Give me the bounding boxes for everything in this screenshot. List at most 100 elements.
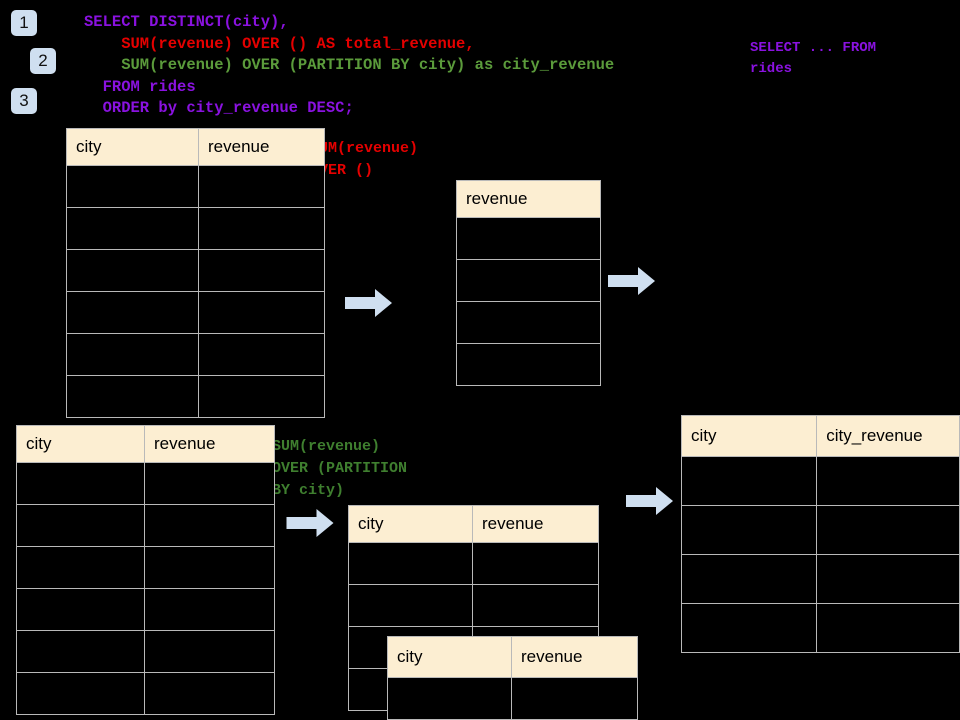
step-badge-2: 2 xyxy=(30,48,56,74)
table-cell xyxy=(198,207,325,250)
table-cell xyxy=(16,630,145,673)
table-cell xyxy=(348,542,473,585)
table-cell xyxy=(144,546,275,589)
table-row xyxy=(16,504,275,547)
sql-line-1: SELECT DISTINCT(city), xyxy=(84,13,289,31)
column-header-revenue: revenue xyxy=(144,425,275,463)
column-header-city_revenue: city_revenue xyxy=(816,415,960,457)
table-cell xyxy=(198,165,325,208)
table-cell xyxy=(16,588,145,631)
table-row xyxy=(16,546,275,589)
table-cell xyxy=(66,375,199,418)
table-cell xyxy=(348,584,473,627)
column-header-city: city xyxy=(348,505,473,543)
table-cell xyxy=(66,165,199,208)
table-cell xyxy=(66,333,199,376)
table-cell xyxy=(816,554,960,604)
step-badge-1: 1 xyxy=(11,10,37,36)
table-cell xyxy=(680,554,818,604)
table-cell xyxy=(198,375,325,418)
column-header-revenue: revenue xyxy=(198,128,325,166)
table-cell xyxy=(16,504,145,547)
flow-arrow-total-to-result xyxy=(608,267,655,295)
sql-query-block: SELECT DISTINCT(city), SUM(revenue) OVER… xyxy=(84,12,614,120)
column-header-city: city xyxy=(16,425,145,463)
table-cell xyxy=(816,603,960,653)
table-cell xyxy=(66,207,199,250)
total-revenue-table: revenue xyxy=(456,180,601,386)
flow-arrow-source-to-partition xyxy=(286,509,334,537)
table-row xyxy=(387,677,638,720)
table-row xyxy=(456,259,601,302)
table-cell xyxy=(511,677,638,720)
table-row xyxy=(66,375,325,418)
table-cell xyxy=(16,546,145,589)
step-badge-3: 3 xyxy=(11,88,37,114)
table-row xyxy=(66,291,325,334)
table-row xyxy=(66,333,325,376)
column-header-revenue: revenue xyxy=(456,180,601,218)
table-cell xyxy=(198,249,325,292)
table-cell xyxy=(387,677,512,720)
table-row xyxy=(66,249,325,292)
table-cell xyxy=(680,603,818,653)
table-row xyxy=(66,165,325,208)
column-header-revenue: revenue xyxy=(511,636,638,678)
table-cell xyxy=(456,301,601,344)
table-row xyxy=(680,505,960,555)
table-cell xyxy=(680,505,818,555)
table-row xyxy=(456,217,601,260)
table-cell xyxy=(198,291,325,334)
table-cell xyxy=(680,456,818,506)
annotation-sum-partition: SUM(revenue) OVER (PARTITION BY city) xyxy=(272,438,408,499)
sql-line-4: FROM rides xyxy=(84,77,196,96)
table-cell xyxy=(198,333,325,376)
table-row xyxy=(66,207,325,250)
table-row xyxy=(348,584,599,627)
table-cell xyxy=(472,584,599,627)
table-cell xyxy=(66,249,199,292)
table-cell xyxy=(16,672,145,715)
sql-line-5: ORDER by city_revenue DESC; xyxy=(84,99,354,117)
table-cell xyxy=(456,217,601,260)
table-cell xyxy=(144,462,275,505)
table-row xyxy=(680,554,960,604)
sql-line-2: SUM(revenue) OVER () AS total_revenue, xyxy=(84,34,475,53)
table-cell xyxy=(816,456,960,506)
table-header-row: revenue xyxy=(456,180,601,218)
table-cell xyxy=(144,672,275,715)
column-header-city: city xyxy=(680,415,818,457)
sql-line-3: SUM(revenue) OVER (PARTITION BY city) as… xyxy=(84,56,615,74)
table-row xyxy=(680,456,960,506)
flow-arrow-partition-to-result xyxy=(626,487,673,515)
table-cell xyxy=(456,259,601,302)
table-row xyxy=(16,630,275,673)
table-row xyxy=(16,672,275,715)
table-row xyxy=(16,588,275,631)
table-cell xyxy=(472,542,599,585)
table-cell xyxy=(144,630,275,673)
column-header-revenue: revenue xyxy=(472,505,599,543)
table-row xyxy=(456,301,601,344)
table-row xyxy=(16,462,275,505)
flow-arrow-source-to-total xyxy=(345,289,392,317)
table-cell xyxy=(144,504,275,547)
table-cell xyxy=(16,462,145,505)
column-header-city: city xyxy=(387,636,512,678)
table-cell xyxy=(144,588,275,631)
column-header-city: city xyxy=(66,128,199,166)
annotation-sum-over: SUM(revenue) OVER () xyxy=(310,140,419,179)
table-cell xyxy=(66,291,199,334)
table-row xyxy=(456,343,601,386)
table-cell xyxy=(456,343,601,386)
